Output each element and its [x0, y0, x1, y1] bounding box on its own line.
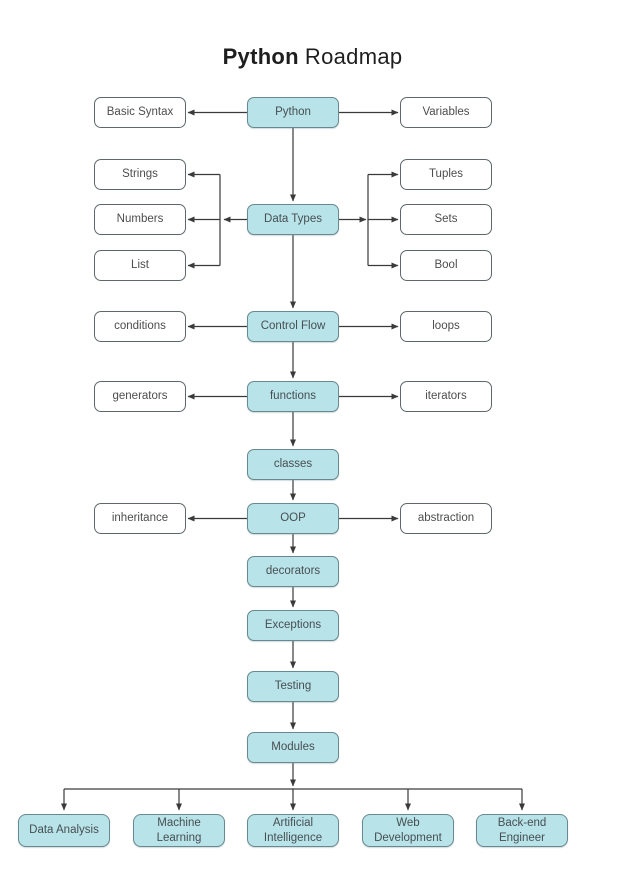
node-numbers: Numbers	[94, 204, 186, 235]
node-decorators: decorators	[247, 556, 339, 587]
node-iterators: iterators	[400, 381, 492, 412]
node-conditions: conditions	[94, 311, 186, 342]
node-abstraction: abstraction	[400, 503, 492, 534]
node-strings: Strings	[94, 159, 186, 190]
node-data-analysis: Data Analysis	[18, 814, 110, 847]
node-modules: Modules	[247, 732, 339, 763]
node-sets: Sets	[400, 204, 492, 235]
connectors-group	[61, 109, 525, 811]
node-tuples: Tuples	[400, 159, 492, 190]
node-data-types: Data Types	[247, 204, 339, 235]
node-variables: Variables	[400, 97, 492, 128]
node-inheritance: inheritance	[94, 503, 186, 534]
node-functions: functions	[247, 381, 339, 412]
node-backend-engineer: Back-end Engineer	[476, 814, 568, 847]
node-bool: Bool	[400, 250, 492, 281]
node-python: Python	[247, 97, 339, 128]
node-exceptions: Exceptions	[247, 610, 339, 641]
node-oop: OOP	[247, 503, 339, 534]
node-web-development: Web Development	[362, 814, 454, 847]
title-bold-word: Python	[222, 44, 299, 69]
node-list: List	[94, 250, 186, 281]
node-classes: classes	[247, 449, 339, 480]
node-loops: loops	[400, 311, 492, 342]
node-testing: Testing	[247, 671, 339, 702]
node-artificial-intelligence: Artificial Intelligence	[247, 814, 339, 847]
node-control-flow: Control Flow	[247, 311, 339, 342]
title-rest-word: Roadmap	[304, 44, 403, 69]
node-generators: generators	[94, 381, 186, 412]
node-machine-learning: Machine Learning	[133, 814, 225, 847]
node-basic-syntax: Basic Syntax	[94, 97, 186, 128]
